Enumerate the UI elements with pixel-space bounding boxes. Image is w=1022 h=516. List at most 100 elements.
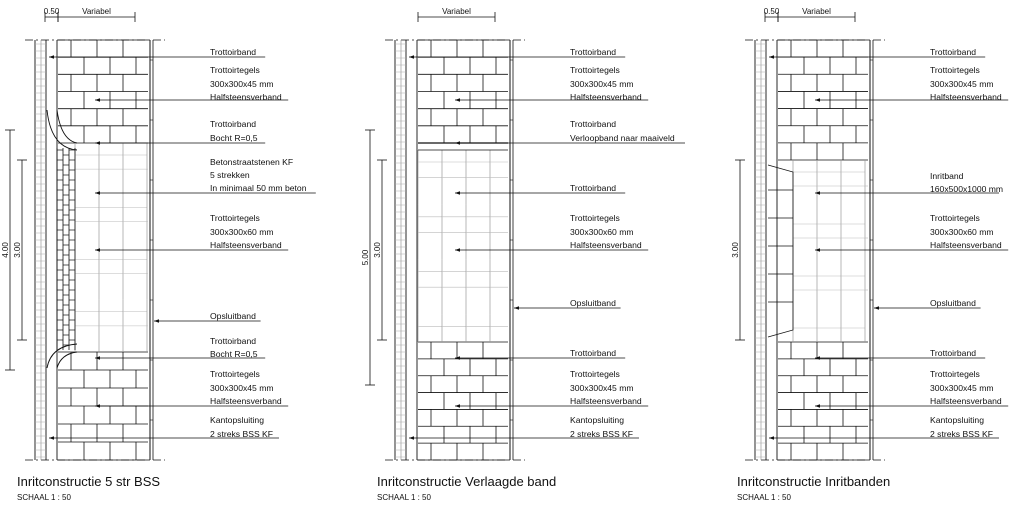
label-text: Trottoirtegels — [570, 213, 620, 223]
label-text: Halfsteensverband — [210, 240, 282, 250]
leader-arrow — [49, 55, 54, 59]
label-text: Trottoirband — [930, 47, 976, 57]
label-text: Opsluitband — [210, 311, 256, 321]
leader-arrow — [409, 436, 414, 440]
top-dimension-label: 0.50 — [44, 7, 60, 16]
leader-arrow — [874, 306, 879, 310]
leader-arrow — [815, 356, 820, 360]
panel-scale: SCHAAL 1 : 50 — [17, 493, 72, 502]
leader-arrow — [815, 98, 820, 102]
leader-arrow — [95, 248, 100, 252]
label-text: Trottoirtegels — [930, 213, 980, 223]
bend-curve-bottom — [46, 343, 78, 369]
label-text: Halfsteensverband — [570, 92, 642, 102]
dimension-label: 3.00 — [13, 242, 22, 258]
label-text: Trottoirtegels — [930, 65, 980, 75]
label-text: Halfsteensverband — [570, 240, 642, 250]
label-text: Halfsteensverband — [930, 92, 1002, 102]
label-text: 300x300x45 mm — [930, 79, 994, 89]
leader-arrow — [154, 319, 159, 323]
panel-title: Inritconstructie Verlaagde band — [377, 474, 556, 489]
leader-arrow — [455, 248, 460, 252]
inritband-outline — [767, 164, 794, 338]
label-text: Opsluitband — [570, 298, 616, 308]
leader-arrow — [95, 356, 100, 360]
label-text: 300x300x60 mm — [570, 227, 634, 237]
label-text: Bocht R=0,5 — [210, 133, 258, 143]
panel-scale: SCHAAL 1 : 50 — [737, 493, 792, 502]
bend-curve-top — [56, 109, 78, 144]
label-text: Trottoirtegels — [570, 65, 620, 75]
label-text: Trottoirtegels — [570, 369, 620, 379]
label-text: Trottoirband — [570, 47, 616, 57]
leader-arrow — [769, 436, 774, 440]
label-text: Trottoirtegels — [210, 65, 260, 75]
top-dimension-label: Variabel — [82, 7, 111, 16]
label-text: 2 streks BSS KF — [210, 429, 273, 439]
bend-curve-top — [46, 109, 78, 151]
label-text: 160x500x1000 mm — [930, 184, 1003, 194]
label-text: Trottoirtegels — [930, 369, 980, 379]
label-text: Kantopsluiting — [930, 415, 984, 425]
label-text: Trottoirband — [570, 183, 616, 193]
label-text: Verloopband naar maaiveld — [570, 133, 675, 143]
leader-arrow — [95, 191, 100, 195]
panel-title: Inritconstructie 5 str BSS — [17, 474, 160, 489]
leader-arrow — [49, 436, 54, 440]
leader-arrow — [769, 55, 774, 59]
label-text: Opsluitband — [930, 298, 976, 308]
label-text: Trottoirband — [570, 348, 616, 358]
label-text: Halfsteensverband — [930, 396, 1002, 406]
label-text: Halfsteensverband — [930, 240, 1002, 250]
label-text: Trottoirband — [210, 336, 256, 346]
label-text: Inritband — [930, 171, 964, 181]
label-text: Trottoirband — [930, 348, 976, 358]
label-text: Kantopsluiting — [570, 415, 624, 425]
label-text: Trottoirtegels — [210, 213, 260, 223]
label-text: Halfsteensverband — [210, 396, 282, 406]
label-text: Trottoirband — [210, 119, 256, 129]
label-text: Trottoirband — [210, 47, 256, 57]
panel-scale: SCHAAL 1 : 50 — [377, 493, 432, 502]
leader-arrow — [455, 141, 460, 145]
dimension-label: 4.00 — [1, 242, 10, 258]
label-text: Halfsteensverband — [210, 92, 282, 102]
label-text: Bocht R=0,5 — [210, 349, 258, 359]
label-text: 2 streks BSS KF — [570, 429, 633, 439]
leader-arrow — [95, 404, 100, 408]
leader-arrow — [455, 98, 460, 102]
label-text: 300x300x60 mm — [930, 227, 994, 237]
label-text: 300x300x45 mm — [210, 79, 274, 89]
leader-arrow — [815, 191, 820, 195]
leader-arrow — [815, 404, 820, 408]
label-text: Betonstraatstenen KF — [210, 157, 293, 167]
label-text: Trottoirtegels — [210, 369, 260, 379]
label-text: 300x300x45 mm — [570, 383, 634, 393]
leader-arrow — [409, 55, 414, 59]
leader-arrow — [455, 191, 460, 195]
leader-arrow — [455, 404, 460, 408]
leader-arrow — [95, 98, 100, 102]
label-text: Halfsteensverband — [570, 396, 642, 406]
dimension-label: 3.00 — [373, 242, 382, 258]
top-dimension-label: Variabel — [802, 7, 831, 16]
label-text: 300x300x45 mm — [930, 383, 994, 393]
top-dimension-label: Variabel — [442, 7, 471, 16]
leader-arrow — [95, 141, 100, 145]
panel-title: Inritconstructie Inritbanden — [737, 474, 890, 489]
leader-arrow — [514, 306, 519, 310]
leader-arrow — [815, 248, 820, 252]
label-text: 5 strekken — [210, 170, 250, 180]
dimension-label: 3.00 — [731, 242, 740, 258]
bend-curve-bottom — [56, 351, 78, 369]
dimension-label: 5.00 — [361, 249, 370, 265]
label-text: Trottoirband — [570, 119, 616, 129]
label-text: 300x300x45 mm — [570, 79, 634, 89]
label-text: 2 streks BSS KF — [930, 429, 993, 439]
label-text: 300x300x45 mm — [210, 383, 274, 393]
top-dimension-label: 0.50 — [764, 7, 780, 16]
